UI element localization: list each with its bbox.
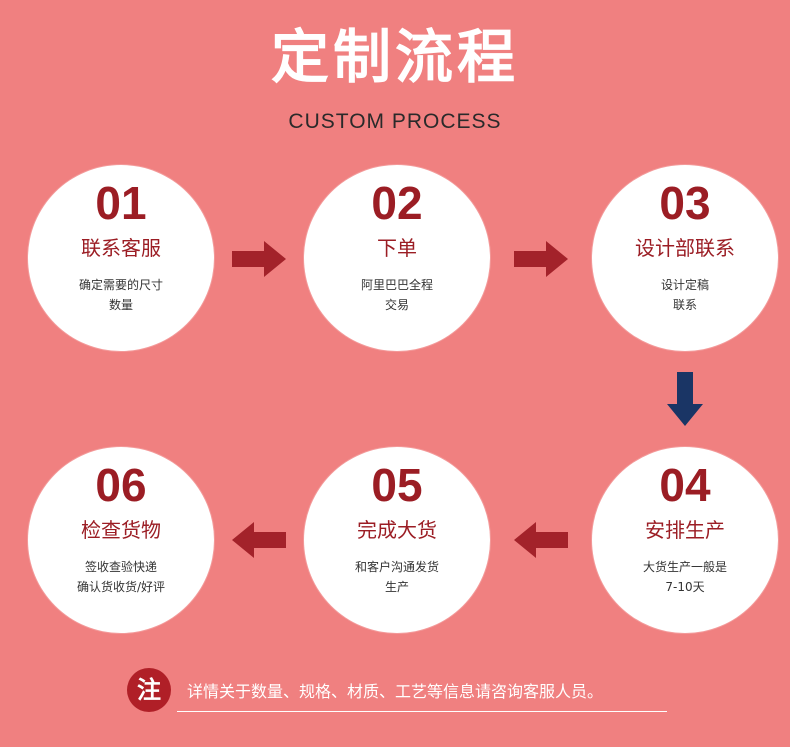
step-number: 01	[95, 177, 147, 229]
step-number: 03	[659, 177, 711, 229]
desc-line: 7-10天	[665, 580, 705, 594]
step-title: 检查货物	[81, 518, 161, 542]
arrow-down-icon	[667, 372, 703, 426]
desc-line: 交易	[384, 298, 409, 312]
desc-line: 确定需要的尺寸	[78, 278, 163, 292]
desc-line: 和客户沟通发货	[354, 560, 439, 574]
note-bar: 注 详情关于数量、规格、材质、工艺等信息请咨询客服人员。	[127, 668, 667, 714]
arrow-left-icon	[514, 522, 568, 558]
step-description: 和客户沟通发货 生产	[322, 557, 472, 597]
desc-line: 联系	[672, 298, 697, 312]
step-title: 安排生产	[645, 518, 725, 542]
step-description: 确定需要的尺寸 数量	[46, 275, 196, 315]
step-02: 02 下单 阿里巴巴全程 交易	[304, 165, 490, 351]
step-title: 完成大货	[357, 518, 437, 542]
step-06: 06 检查货物 签收查验快递 确认货收货/好评	[28, 447, 214, 633]
note-underline	[177, 711, 667, 712]
step-title: 下单	[377, 236, 417, 260]
step-description: 阿里巴巴全程 交易	[322, 275, 472, 315]
note-text: 详情关于数量、规格、材质、工艺等信息请咨询客服人员。	[187, 682, 604, 701]
desc-line: 阿里巴巴全程	[360, 278, 433, 292]
step-title: 联系客服	[81, 236, 161, 260]
desc-line: 确认货收货/好评	[76, 580, 166, 594]
step-number: 02	[371, 177, 423, 229]
page-subtitle: CUSTOM PROCESS	[288, 110, 502, 133]
arrow-right-icon	[232, 241, 286, 277]
arrow-left-icon	[232, 522, 286, 558]
step-description: 大货生产一般是 7-10天	[610, 557, 760, 597]
step-05: 05 完成大货 和客户沟通发货 生产	[304, 447, 490, 633]
step-03: 03 设计部联系 设计定稿 联系	[592, 165, 778, 351]
step-01: 01 联系客服 确定需要的尺寸 数量	[28, 165, 214, 351]
arrow-right-icon	[514, 241, 568, 277]
step-description: 设计定稿 联系	[610, 275, 760, 315]
step-title: 设计部联系	[635, 236, 735, 260]
desc-line: 设计定稿	[660, 278, 709, 292]
step-number: 06	[95, 459, 147, 511]
desc-line: 签收查验快递	[84, 560, 157, 574]
desc-line: 生产	[384, 580, 409, 594]
step-description: 签收查验快递 确认货收货/好评	[46, 557, 196, 597]
desc-line: 大货生产一般是	[642, 560, 727, 574]
step-number: 04	[659, 459, 711, 511]
desc-line: 数量	[108, 298, 133, 312]
note-badge: 注	[127, 668, 171, 712]
page-title: 定制流程	[270, 23, 519, 91]
step-number: 05	[371, 459, 423, 511]
step-04: 04 安排生产 大货生产一般是 7-10天	[592, 447, 778, 633]
